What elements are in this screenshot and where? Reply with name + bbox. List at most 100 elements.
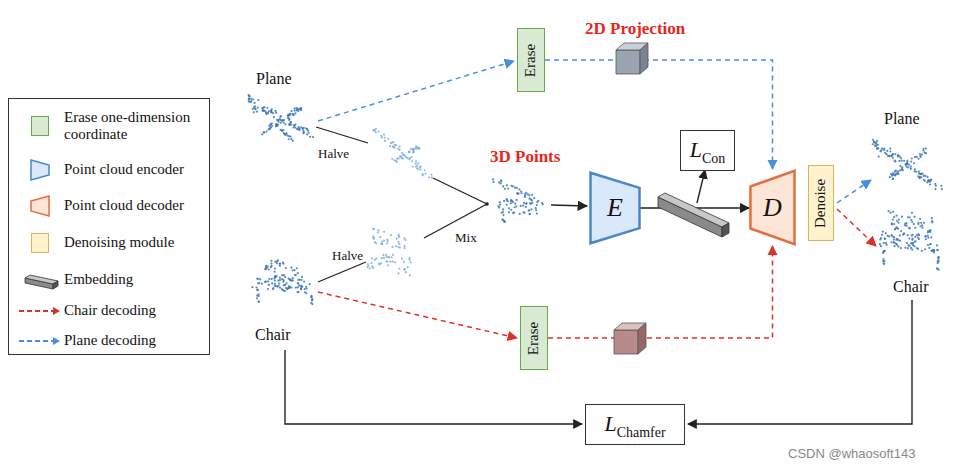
- cloud-point: [918, 238, 920, 240]
- cloud-point: [272, 288, 274, 290]
- cloud-point: [506, 184, 508, 186]
- cloud-point: [492, 181, 494, 183]
- legend-entry: Point cloud decoder: [9, 197, 209, 227]
- cloud-point: [265, 111, 267, 113]
- erase-label: Erase: [527, 322, 542, 355]
- legend-sample: [9, 161, 63, 191]
- cloud-point: [512, 185, 514, 187]
- cloud-point: [914, 240, 916, 242]
- point-clouds: [248, 94, 943, 305]
- cloud-point: [910, 160, 912, 162]
- legend-entry: Point cloud encoder: [9, 161, 209, 191]
- cloud-point: [294, 107, 296, 109]
- cloud-point: [290, 267, 292, 269]
- mix-line: [433, 178, 487, 204]
- cloud-point: [276, 262, 278, 264]
- cloud-point: [895, 227, 897, 229]
- cloud-point: [875, 142, 877, 144]
- cloud-point: [883, 250, 885, 252]
- cloud-point: [521, 192, 523, 194]
- loss-symbol: L: [604, 411, 616, 436]
- cloud-point: [274, 280, 276, 282]
- cloud-point: [925, 148, 927, 150]
- embedding-bar: [658, 193, 729, 237]
- cloud-point: [390, 256, 392, 258]
- cloud-point: [256, 111, 258, 113]
- cloud-point: [893, 223, 895, 225]
- cloud-point: [381, 243, 383, 245]
- cloud-point: [269, 127, 271, 129]
- cloud-point: [281, 120, 283, 122]
- cloud-point: [285, 132, 287, 134]
- cloud-point: [390, 234, 392, 236]
- cloud-point: [282, 281, 284, 283]
- cloud-point: [290, 110, 292, 112]
- cloud-point: [381, 136, 383, 138]
- cloud-point: [265, 267, 267, 269]
- cloud-point: [277, 285, 279, 287]
- chamfer-input-line: [688, 300, 912, 424]
- cloud-point: [885, 244, 887, 246]
- cloud-point: [395, 245, 397, 247]
- legend-swatch: [31, 233, 49, 253]
- cloud-point: [510, 209, 512, 211]
- cloud-point: [274, 283, 276, 285]
- denoise-box: Denoise: [808, 165, 834, 241]
- chair-decoding-connector: [548, 246, 773, 338]
- cloud-point: [301, 285, 303, 287]
- cloud-point: [906, 225, 908, 227]
- cloud-point: [428, 176, 430, 178]
- cloud-point: [417, 147, 419, 149]
- loss-subscript: Chamfer: [617, 425, 666, 440]
- cloud-point: [281, 274, 283, 276]
- cloud-point: [257, 278, 259, 280]
- cloud-point: [894, 160, 896, 162]
- cloud-point: [312, 136, 314, 138]
- cloud-point: [878, 156, 880, 158]
- cloud-point: [526, 202, 528, 204]
- cloud-point: [263, 131, 265, 133]
- cloud-point: [273, 116, 275, 118]
- cloud-point: [885, 242, 887, 244]
- text-wrap: D: [763, 195, 782, 221]
- cloud-point: [900, 230, 902, 232]
- cloud-point: [294, 112, 296, 114]
- cloud-point: [288, 135, 290, 137]
- cloud-point: [401, 152, 403, 154]
- cloud-point: [278, 282, 280, 284]
- cloud-point: [292, 280, 294, 282]
- cloud-point: [536, 212, 538, 214]
- cloud-point: [916, 247, 918, 249]
- loss-subscript: Con: [702, 151, 725, 166]
- cloud-point: [896, 171, 898, 173]
- cloud-point: [301, 276, 303, 278]
- cloud-point: [527, 193, 529, 195]
- cloud-point: [271, 123, 273, 125]
- legend-text: Erase one-dimension coordinate: [64, 109, 207, 144]
- cloud-point: [386, 238, 388, 240]
- cloud-point: [305, 128, 307, 130]
- halve-line: [316, 127, 368, 143]
- cloud-point: [940, 185, 942, 187]
- cloud-point: [309, 283, 311, 285]
- cloud-point: [387, 138, 389, 140]
- cloud-point: [375, 258, 377, 260]
- cloud-point: [256, 286, 258, 288]
- cloud-point: [270, 123, 272, 125]
- cloud-point: [504, 188, 506, 190]
- section-title: 2D Projection: [585, 20, 685, 39]
- object-label: Chair: [893, 278, 929, 296]
- cloud-point: [296, 109, 298, 111]
- cloud-point: [306, 128, 308, 130]
- cloud-point: [263, 106, 265, 108]
- step-label: Mix: [455, 231, 477, 245]
- cloud-point: [383, 240, 385, 242]
- cloud-point: [906, 166, 908, 168]
- cloud-point: [935, 185, 937, 187]
- cloud-point: [900, 157, 902, 159]
- legend-text: Embedding: [64, 271, 207, 288]
- cloud-point: [277, 280, 279, 282]
- cloud-point: [384, 137, 386, 139]
- cloud-point: [415, 145, 417, 147]
- text-wrap: Erase: [517, 330, 550, 346]
